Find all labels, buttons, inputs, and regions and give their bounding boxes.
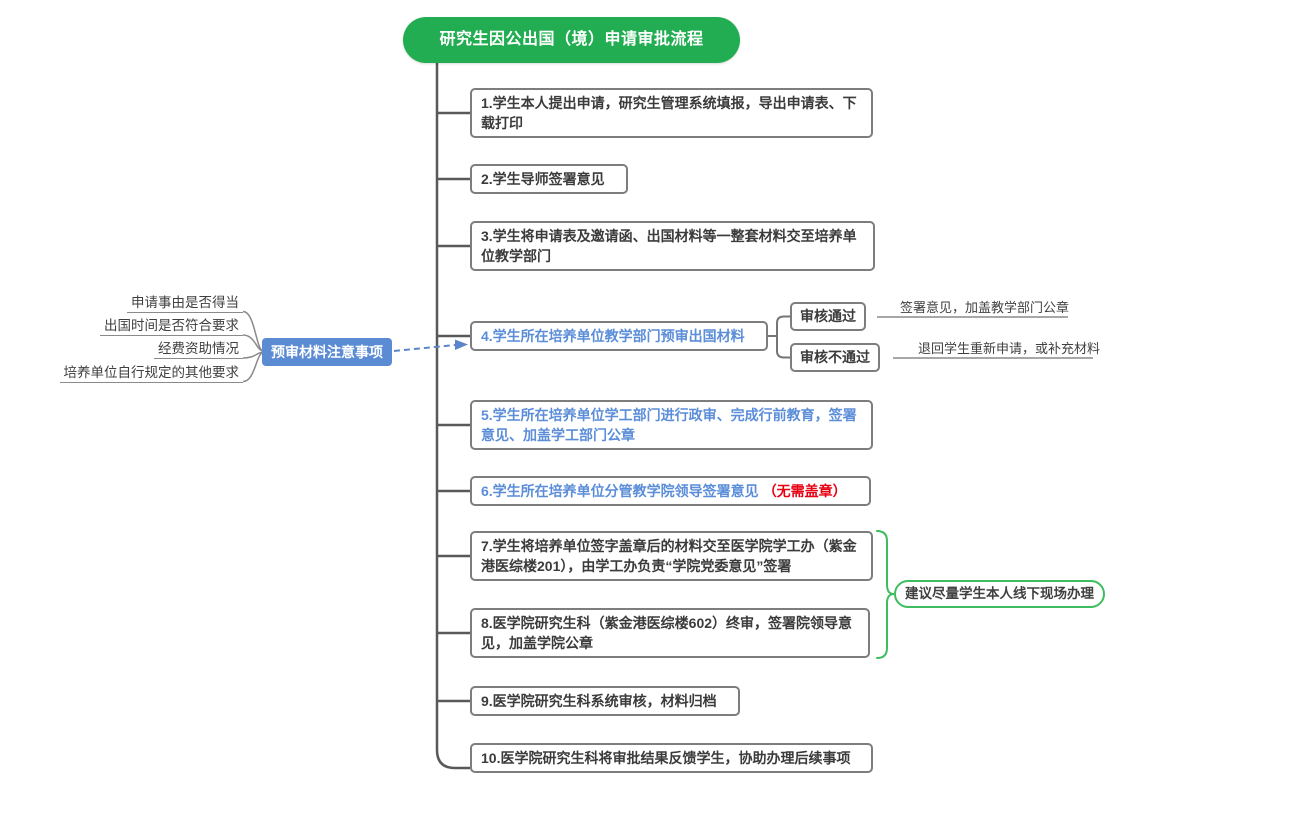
precheck-item-time[interactable]: 出国时间是否符合要求 [100,316,243,336]
advice-label[interactable]: 建议尽量学生本人线下现场办理 [894,580,1105,608]
step-6-no-seal-note: （无需盖章） [762,483,847,499]
step-6-text: 6.学生所在培养单位分管教学院领导签署意见 [481,483,759,499]
step-10-node[interactable]: 10.医学院研究生科将审批结果反馈学生，协助办理后续事项 [470,743,873,773]
review-pass-node[interactable]: 审核通过 [790,302,866,331]
step-5-node[interactable]: 5.学生所在培养单位学工部门进行政审、完成行前教育，签署意见、加盖学工部门公章 [470,400,873,450]
step-4-node[interactable]: 4.学生所在培养单位教学部门预审出国材料 [470,321,768,351]
precheck-item-reason[interactable]: 申请事由是否得当 [127,293,243,313]
step-9-node[interactable]: 9.医学院研究生科系统审核，材料归档 [470,686,740,716]
step-3-node[interactable]: 3.学生将申请表及邀请函、出国材料等一整套材料交至培养单位教学部门 [470,221,875,271]
review-fail-result[interactable]: 退回学生重新申请，或补充材料 [918,341,1101,356]
review-pass-result[interactable]: 签署意见，加盖教学部门公章 [900,300,1070,315]
precheck-note-node[interactable]: 预审材料注意事项 [262,338,392,366]
step-1-node[interactable]: 1.学生本人提出申请，研究生管理系统填报，导出申请表、下载打印 [470,88,873,138]
step-8-node[interactable]: 8.医学院研究生科（紫金港医综楼602）终审，签署院领导意见，加盖学院公章 [470,608,870,658]
step-6-node[interactable]: 6.学生所在培养单位分管教学院领导签署意见（无需盖章） [470,476,871,506]
step-2-node[interactable]: 2.学生导师签署意见 [470,164,628,194]
step-7-node[interactable]: 7.学生将培养单位签字盖章后的材料交至医学院学工办（紫金港医综楼201），由学工… [470,531,873,581]
precheck-item-other[interactable]: 培养单位自行规定的其他要求 [59,363,243,383]
flowchart-title[interactable]: 研究生因公出国（境）申请审批流程 [403,17,740,63]
precheck-item-funding[interactable]: 经费资助情况 [154,339,243,359]
review-fail-node[interactable]: 审核不通过 [790,343,880,372]
